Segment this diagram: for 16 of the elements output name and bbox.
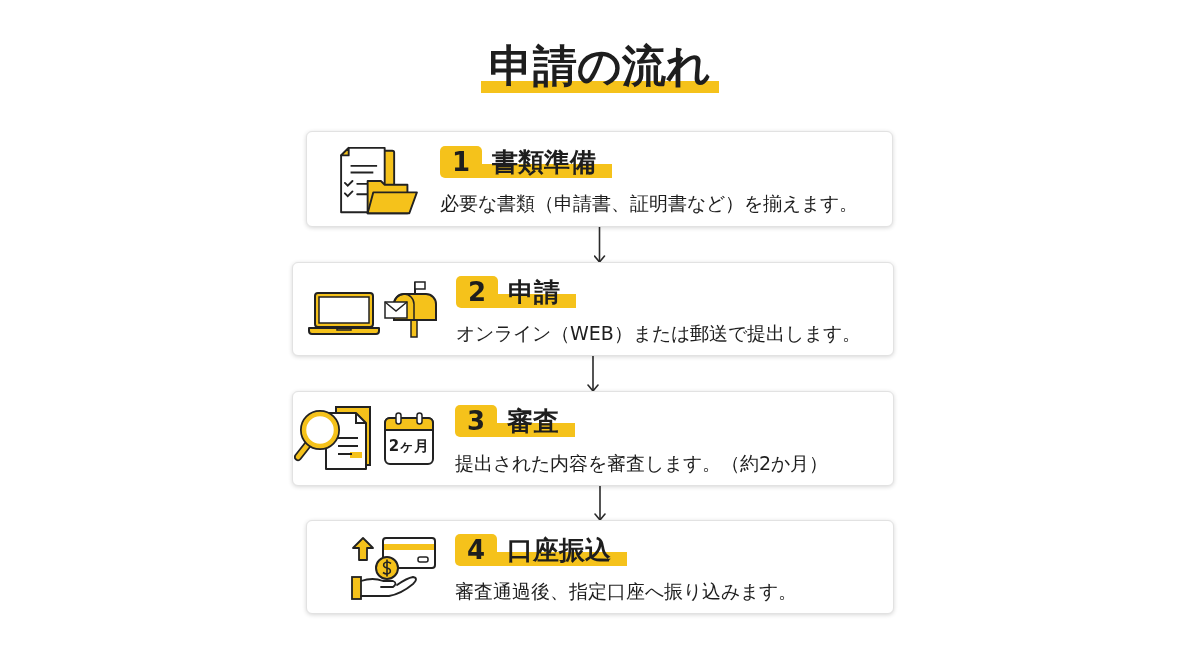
step-description: 必要な書類（申請書、証明書など）を揃えます。 (440, 192, 858, 214)
step-description: 審査通過後、指定口座へ振り込みます。 (455, 580, 797, 602)
arrow (593, 226, 606, 263)
arrow (587, 355, 599, 392)
step-description: オンライン（WEB）または郵送で提出します。 (456, 322, 861, 344)
step-number: 2 (456, 276, 499, 308)
duration-label: 2ヶ月 (388, 437, 430, 455)
step-card (306, 520, 894, 614)
step-number: 4 (455, 534, 498, 566)
arrow (594, 485, 606, 521)
step-description: 提出された内容を審査します。（約2か月） (455, 452, 829, 474)
step-card (292, 262, 894, 356)
step-card (306, 131, 893, 227)
step-number: 1 (440, 146, 483, 178)
step-card (292, 391, 894, 486)
step-number: 3 (455, 405, 498, 437)
